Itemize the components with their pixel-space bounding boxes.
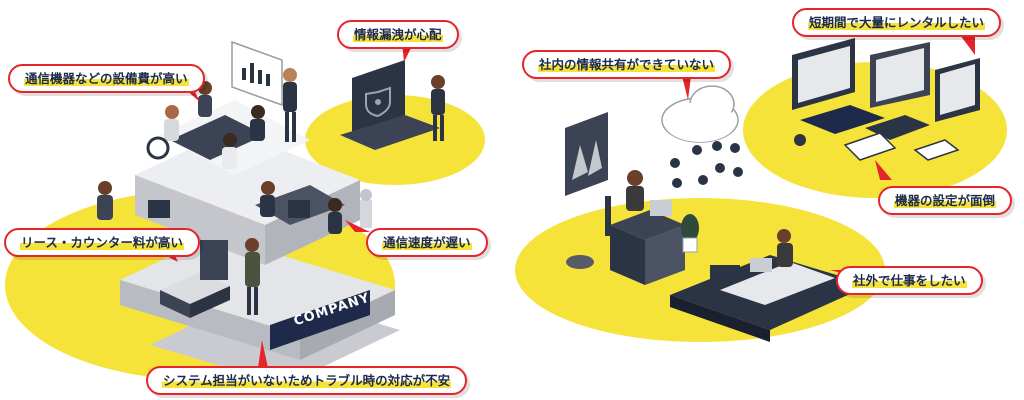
whiteboard [231, 40, 283, 107]
desk-worker [566, 170, 699, 285]
callout-equipment-cost-text: 通信機器などの設備費が高い [24, 71, 189, 86]
cloud [661, 85, 739, 143]
outdoor-deck [670, 229, 870, 342]
callout-no-admin-text: システム担当がいないためトラブル時の対応が不安 [162, 373, 452, 388]
callout-no-admin: システム担当がいないためトラブル時の対応が不安 [146, 366, 468, 395]
callout-info-leak: 情報漏洩が心配 [337, 20, 459, 49]
callout-short-rental-text: 短期間で大量にレンタルしたい [808, 15, 986, 30]
callout-info-share-text: 社内の情報共有ができていない [538, 57, 716, 72]
rental-devices [792, 38, 980, 161]
callout-device-setup: 機器の設定が面倒 [878, 186, 1013, 215]
callout-short-rental: 短期間で大量にレンタルしたい [792, 8, 1002, 37]
wall-art [565, 112, 608, 196]
callout-info-share: 社内の情報共有ができていない [522, 50, 732, 79]
callout-lease-counter: リース・カウンター料が高い [4, 228, 200, 257]
meeting-group [146, 68, 297, 169]
security-laptop [340, 60, 445, 150]
callout-lease-counter-text: リース・カウンター料が高い [20, 235, 184, 250]
callout-slow-network: 通信速度が遅い [366, 228, 488, 257]
callout-info-leak-text: 情報漏洩が心配 [353, 27, 443, 42]
callout-equipment-cost: 通信機器などの設備費が高い [8, 64, 205, 93]
callout-device-setup-text: 機器の設定が面倒 [894, 193, 997, 208]
work-desks [97, 181, 372, 234]
copier-area [160, 238, 260, 318]
right-yellow-floor [515, 198, 885, 342]
callout-slow-network-text: 通信速度が遅い [382, 235, 472, 250]
callout-remote-work-text: 社外で仕事をしたい [852, 273, 967, 288]
cloud-data-nodes [670, 141, 743, 188]
callout-remote-work: 社外で仕事をしたい [836, 266, 983, 295]
company-sign-board [270, 290, 370, 350]
